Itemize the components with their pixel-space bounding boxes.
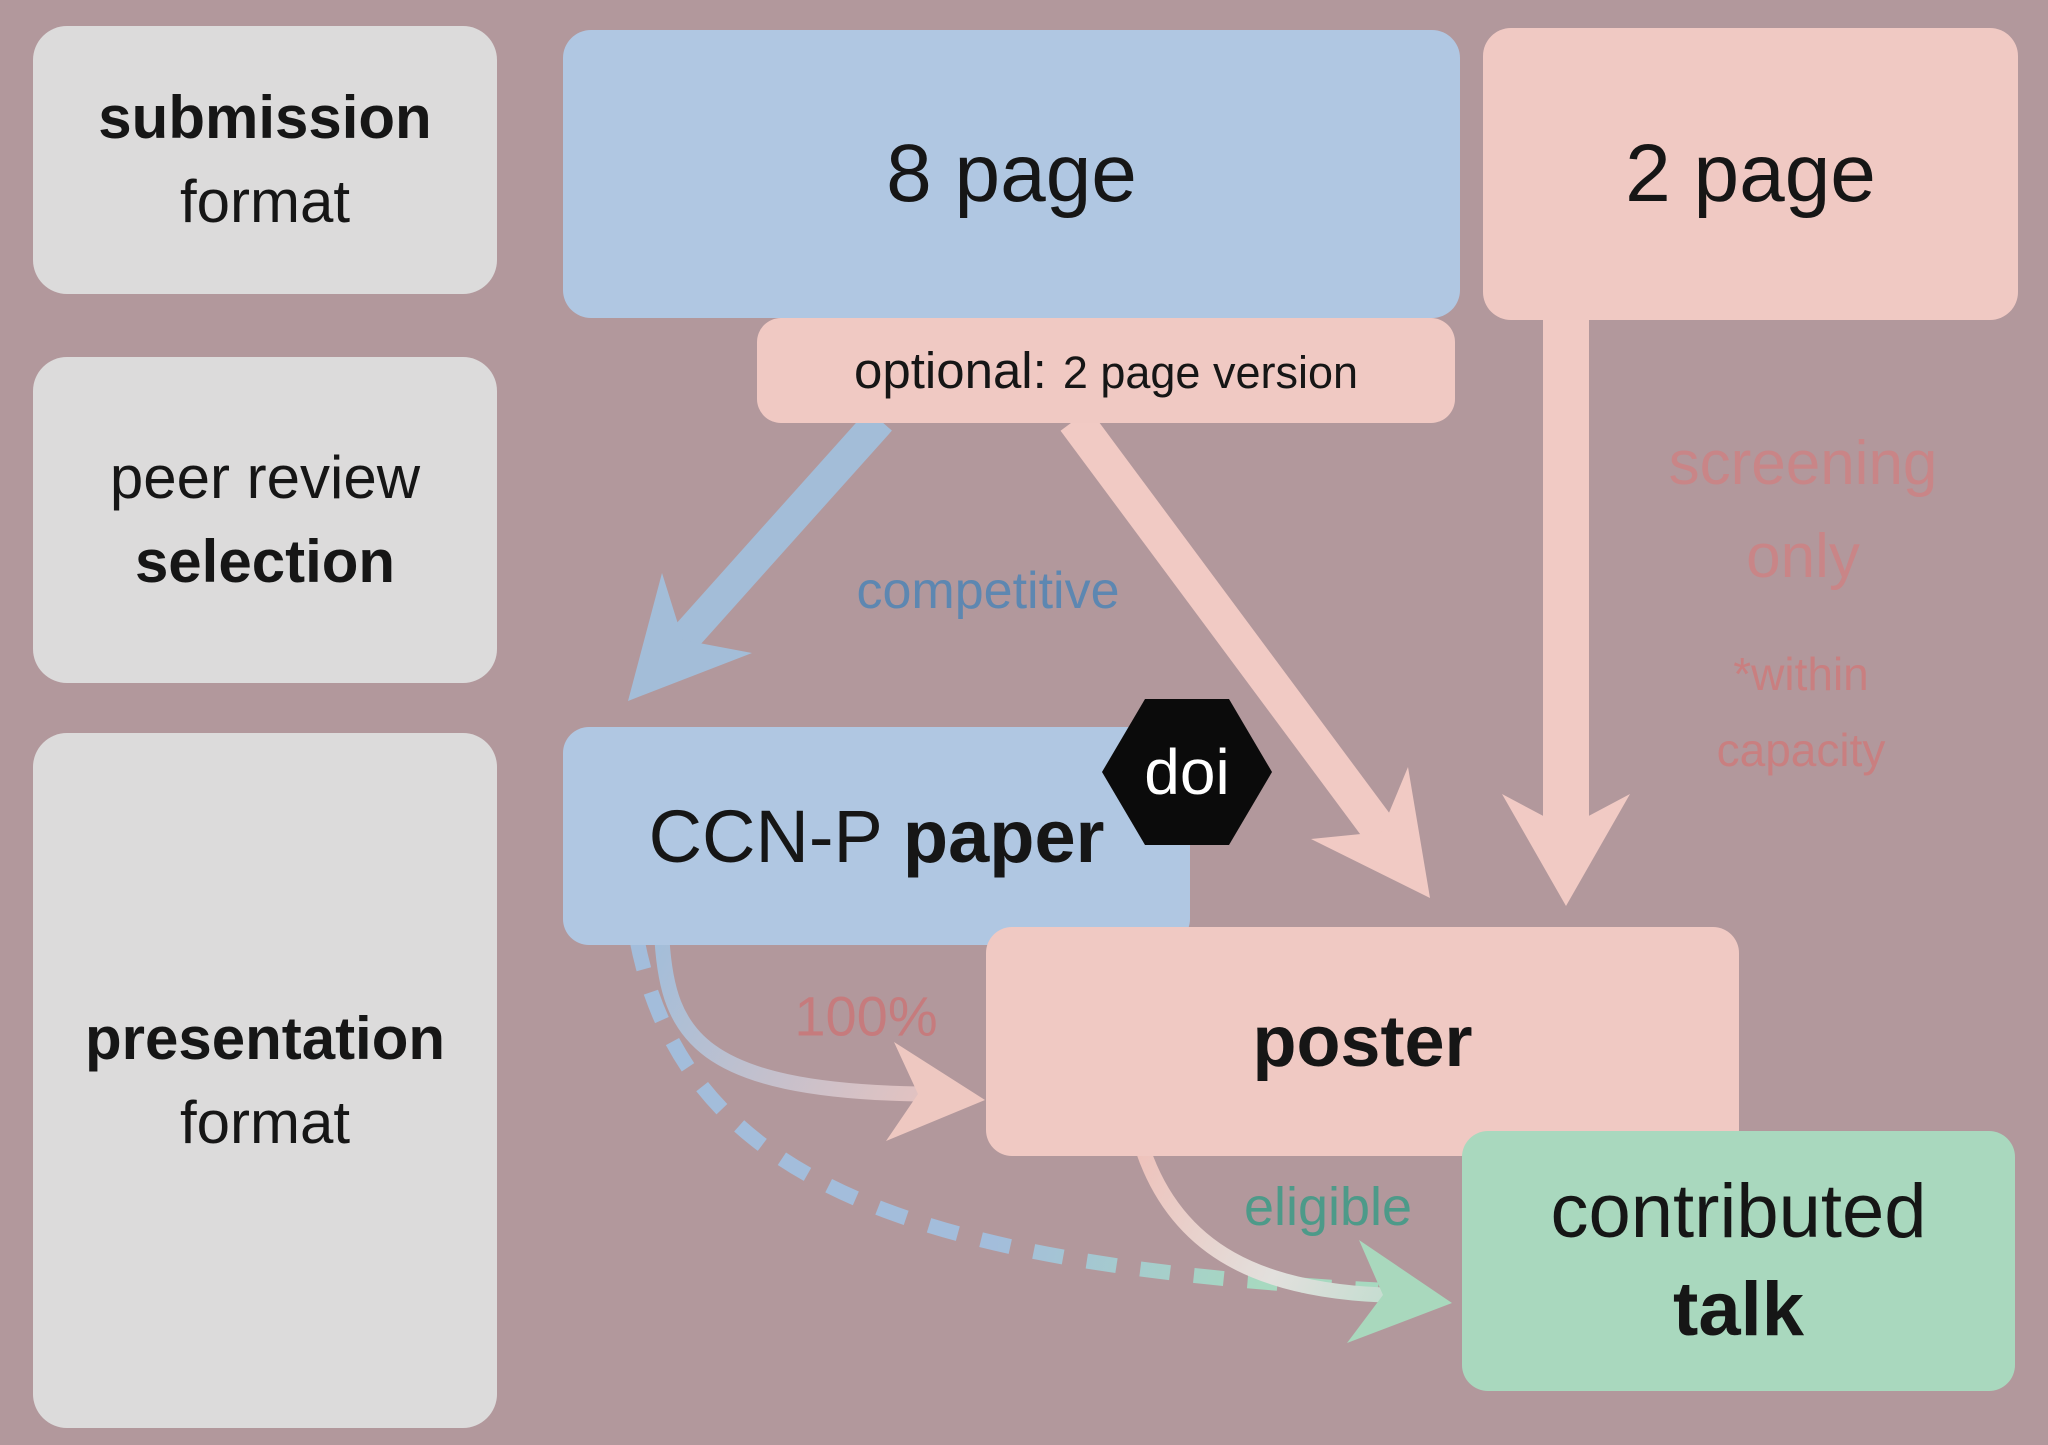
- arrow-poster-to-talk-head: [1347, 1240, 1452, 1343]
- ccnp-paper-bold: paper: [902, 794, 1105, 878]
- arrow-poster-to-talk: [1135, 1147, 1384, 1303]
- arrow-8page-to-paper-head: [628, 573, 752, 701]
- annotation-screening-line: only: [1746, 522, 1860, 591]
- row-label-peer-review-selection: peer review selection: [33, 357, 497, 683]
- node-contributed-talk: contributed talk: [1462, 1131, 2015, 1391]
- row-label-line: format: [179, 1088, 351, 1156]
- doi-badge: doi: [1102, 699, 1272, 845]
- node-optional-2-page-version: optional: 2 page version: [757, 318, 1455, 423]
- row-label-line: selection: [134, 528, 396, 595]
- talk-line: contributed: [1550, 1169, 1927, 1254]
- row-label-line: presentation: [84, 1004, 446, 1072]
- node-2-page: 2 page: [1483, 28, 2018, 320]
- row-label-presentation-format: presentation format: [33, 733, 497, 1428]
- node-8-page: 8 page: [563, 30, 1460, 318]
- row-label-line: peer review: [109, 444, 421, 511]
- ccnp-paper-prefix: CCN-P: [648, 794, 883, 878]
- annotation-eligible: eligible: [1243, 1177, 1413, 1237]
- arrow-optional-to-poster-head: [1311, 767, 1430, 898]
- optional-label: optional:: [853, 342, 1047, 399]
- annotation-competitive: competitive: [856, 562, 1120, 620]
- row-label-line: submission: [98, 84, 432, 151]
- arrow-8page-to-paper: [671, 409, 892, 651]
- talk-line: talk: [1673, 1267, 1804, 1352]
- doi-badge-label: doi: [1144, 736, 1229, 808]
- arrow-paper-to-poster-head: [886, 1042, 985, 1141]
- node-8-page-label: 8 page: [886, 128, 1137, 219]
- annotation-capacity-line: *within: [1733, 648, 1869, 700]
- annotation-screening-only: screening only: [1669, 417, 1938, 603]
- arrow-paper-to-talk-dashed: [629, 938, 1379, 1298]
- node-2-page-label: 2 page: [1625, 128, 1876, 219]
- annotation-within-capacity: *within capacity: [1717, 636, 1886, 788]
- annotation-100-percent: 100%: [794, 984, 938, 1048]
- arrow-paper-to-poster: [654, 939, 919, 1102]
- node-poster: poster: [986, 927, 1739, 1156]
- doi-hexagon-icon: [1102, 699, 1272, 845]
- row-label-submission-format: submission format: [33, 26, 497, 294]
- row-label-line: format: [179, 168, 351, 235]
- node-ccnp-paper: CCN-P paper: [563, 727, 1190, 945]
- arrow-optional-to-poster: [1060, 409, 1396, 843]
- annotation-screening-line: screening: [1668, 429, 1938, 498]
- poster-label: poster: [1252, 1001, 1473, 1082]
- arrow-2page-to-poster-head: [1502, 794, 1630, 906]
- annotation-capacity-line: capacity: [1716, 724, 1886, 776]
- optional-detail: 2 page version: [1062, 347, 1359, 398]
